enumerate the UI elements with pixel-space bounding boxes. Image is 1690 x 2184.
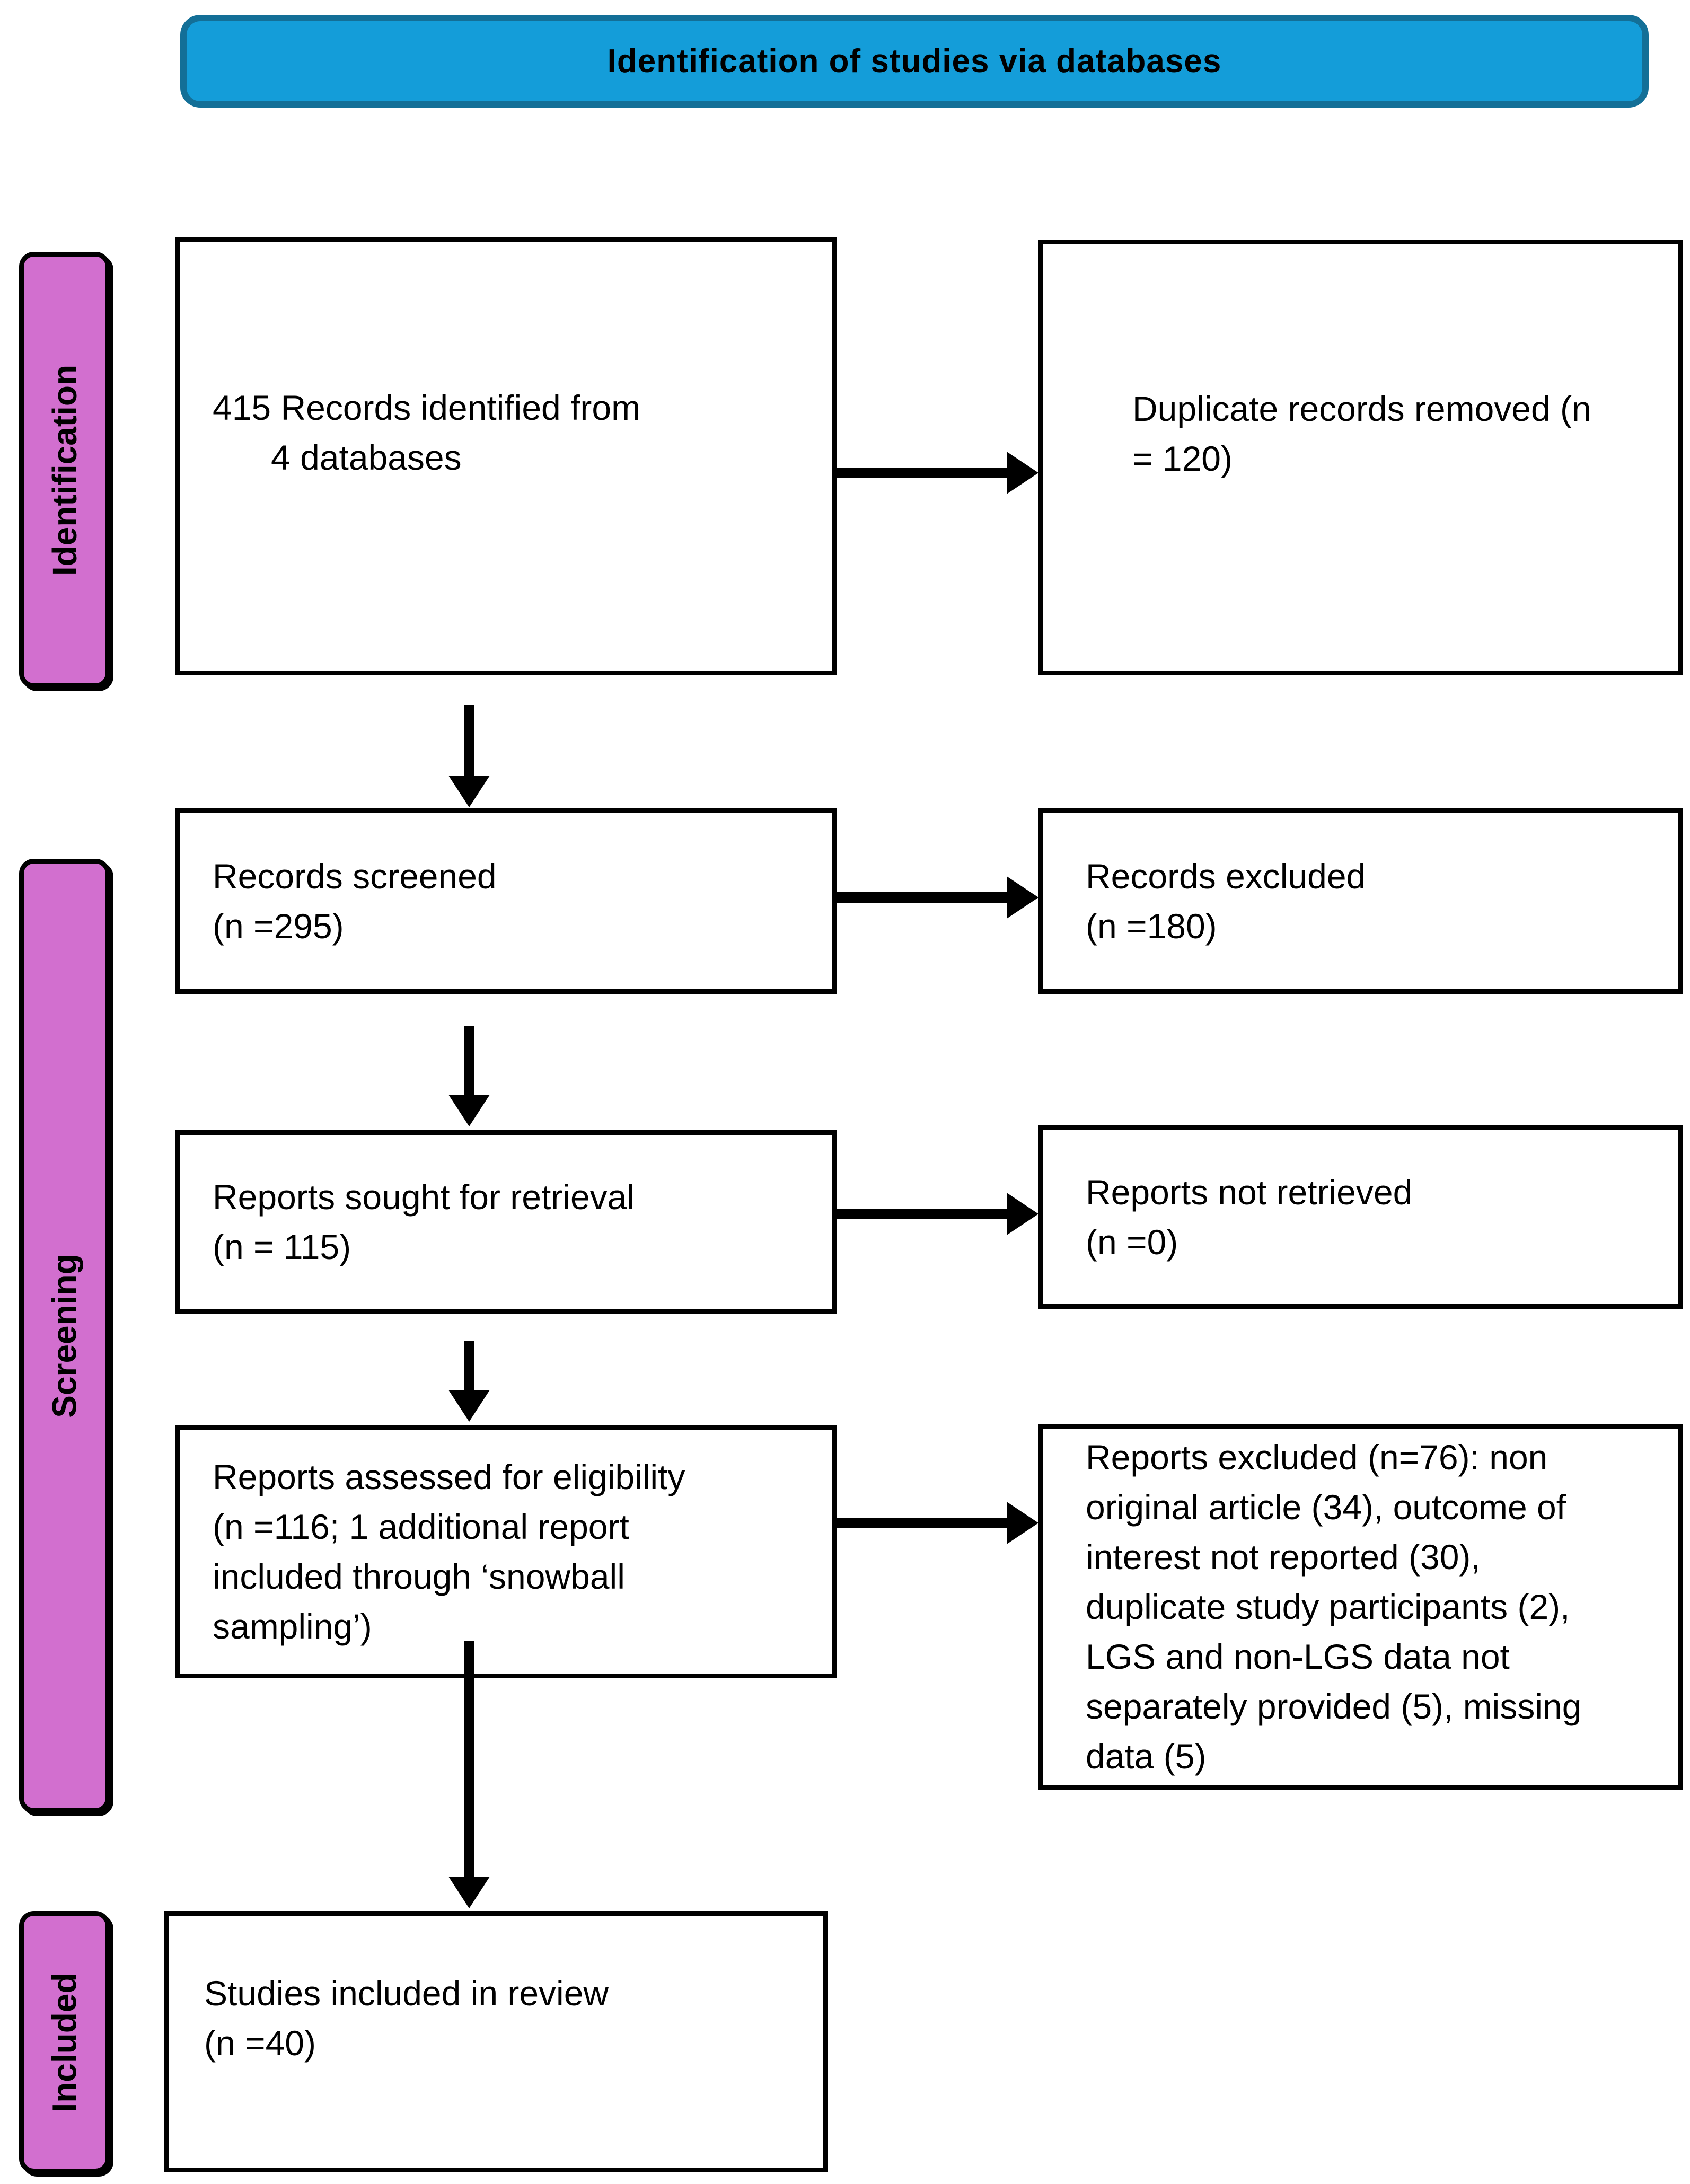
arrow-right-identified-to-duplicates	[837, 452, 1038, 494]
arrow-head	[1007, 876, 1038, 919]
stage-screening-label: Screening	[46, 1254, 84, 1418]
box-studies-included-text: Studies included in review (n =40)	[204, 1973, 609, 2063]
stage-identification-label: Identification	[46, 364, 84, 576]
arrow-down-sought-to-assessed	[448, 1341, 490, 1422]
box-records-identified-text: 415 Records identified from 4 databases	[213, 388, 641, 477]
box-reports-excluded-reasons: Reports excluded (n=76): non original ar…	[1038, 1424, 1683, 1790]
box-records-excluded: Records excluded (n =180)	[1038, 808, 1683, 994]
arrow-head	[448, 1390, 490, 1422]
box-reports-not-retrieved-text: Reports not retrieved (n =0)	[1086, 1173, 1413, 1262]
box-studies-included: Studies included in review (n =40)	[164, 1911, 828, 2172]
arrow-head	[1007, 1193, 1038, 1235]
box-reports-sought: Reports sought for retrieval (n = 115)	[175, 1130, 837, 1314]
arrow-shaft	[464, 1341, 474, 1391]
arrow-shaft	[837, 1209, 1009, 1219]
box-reports-excluded-reasons-text: Reports excluded (n=76): non original ar…	[1086, 1438, 1582, 1776]
header-banner: Identification of studies via databases	[180, 15, 1649, 108]
box-records-excluded-text: Records excluded (n =180)	[1086, 857, 1366, 946]
box-records-screened-text: Records screened (n =295)	[213, 857, 497, 946]
arrow-shaft	[837, 468, 1009, 478]
box-reports-assessed: Reports assessed for eligibility (n =116…	[175, 1425, 837, 1678]
box-duplicates-removed-text: Duplicate records removed (n = 120)	[1132, 389, 1591, 478]
arrow-head	[448, 1095, 490, 1126]
box-duplicates-removed: Duplicate records removed (n = 120)	[1038, 240, 1683, 675]
arrow-right-sought-to-not-retrieved	[837, 1193, 1038, 1235]
arrow-head	[448, 776, 490, 807]
arrow-head	[448, 1877, 490, 1908]
box-reports-not-retrieved: Reports not retrieved (n =0)	[1038, 1125, 1683, 1309]
box-reports-sought-text: Reports sought for retrieval (n = 115)	[213, 1177, 635, 1266]
header-title: Identification of studies via databases	[607, 43, 1222, 80]
box-records-screened: Records screened (n =295)	[175, 808, 837, 994]
arrow-down-identified-to-screened	[448, 705, 490, 807]
arrow-right-assessed-to-excluded	[837, 1502, 1038, 1544]
arrow-right-screened-to-excluded	[837, 876, 1038, 919]
arrow-down-screened-to-sought	[448, 1026, 490, 1126]
box-reports-assessed-text: Reports assessed for eligibility (n =116…	[213, 1457, 685, 1646]
arrow-shaft	[837, 1518, 1009, 1528]
stage-screening: Screening	[19, 859, 110, 1813]
arrow-head	[1007, 1502, 1038, 1544]
stage-identification: Identification	[19, 252, 110, 688]
arrow-down-assessed-to-included	[448, 1641, 490, 1908]
arrow-shaft	[837, 892, 1009, 903]
arrow-shaft	[464, 1026, 474, 1096]
stage-included-label: Included	[46, 1972, 84, 2112]
arrow-head	[1007, 452, 1038, 494]
arrow-shaft	[464, 705, 474, 777]
stage-included: Included	[19, 1911, 110, 2173]
arrow-shaft	[464, 1641, 474, 1878]
box-records-identified: 415 Records identified from 4 databases	[175, 237, 837, 675]
